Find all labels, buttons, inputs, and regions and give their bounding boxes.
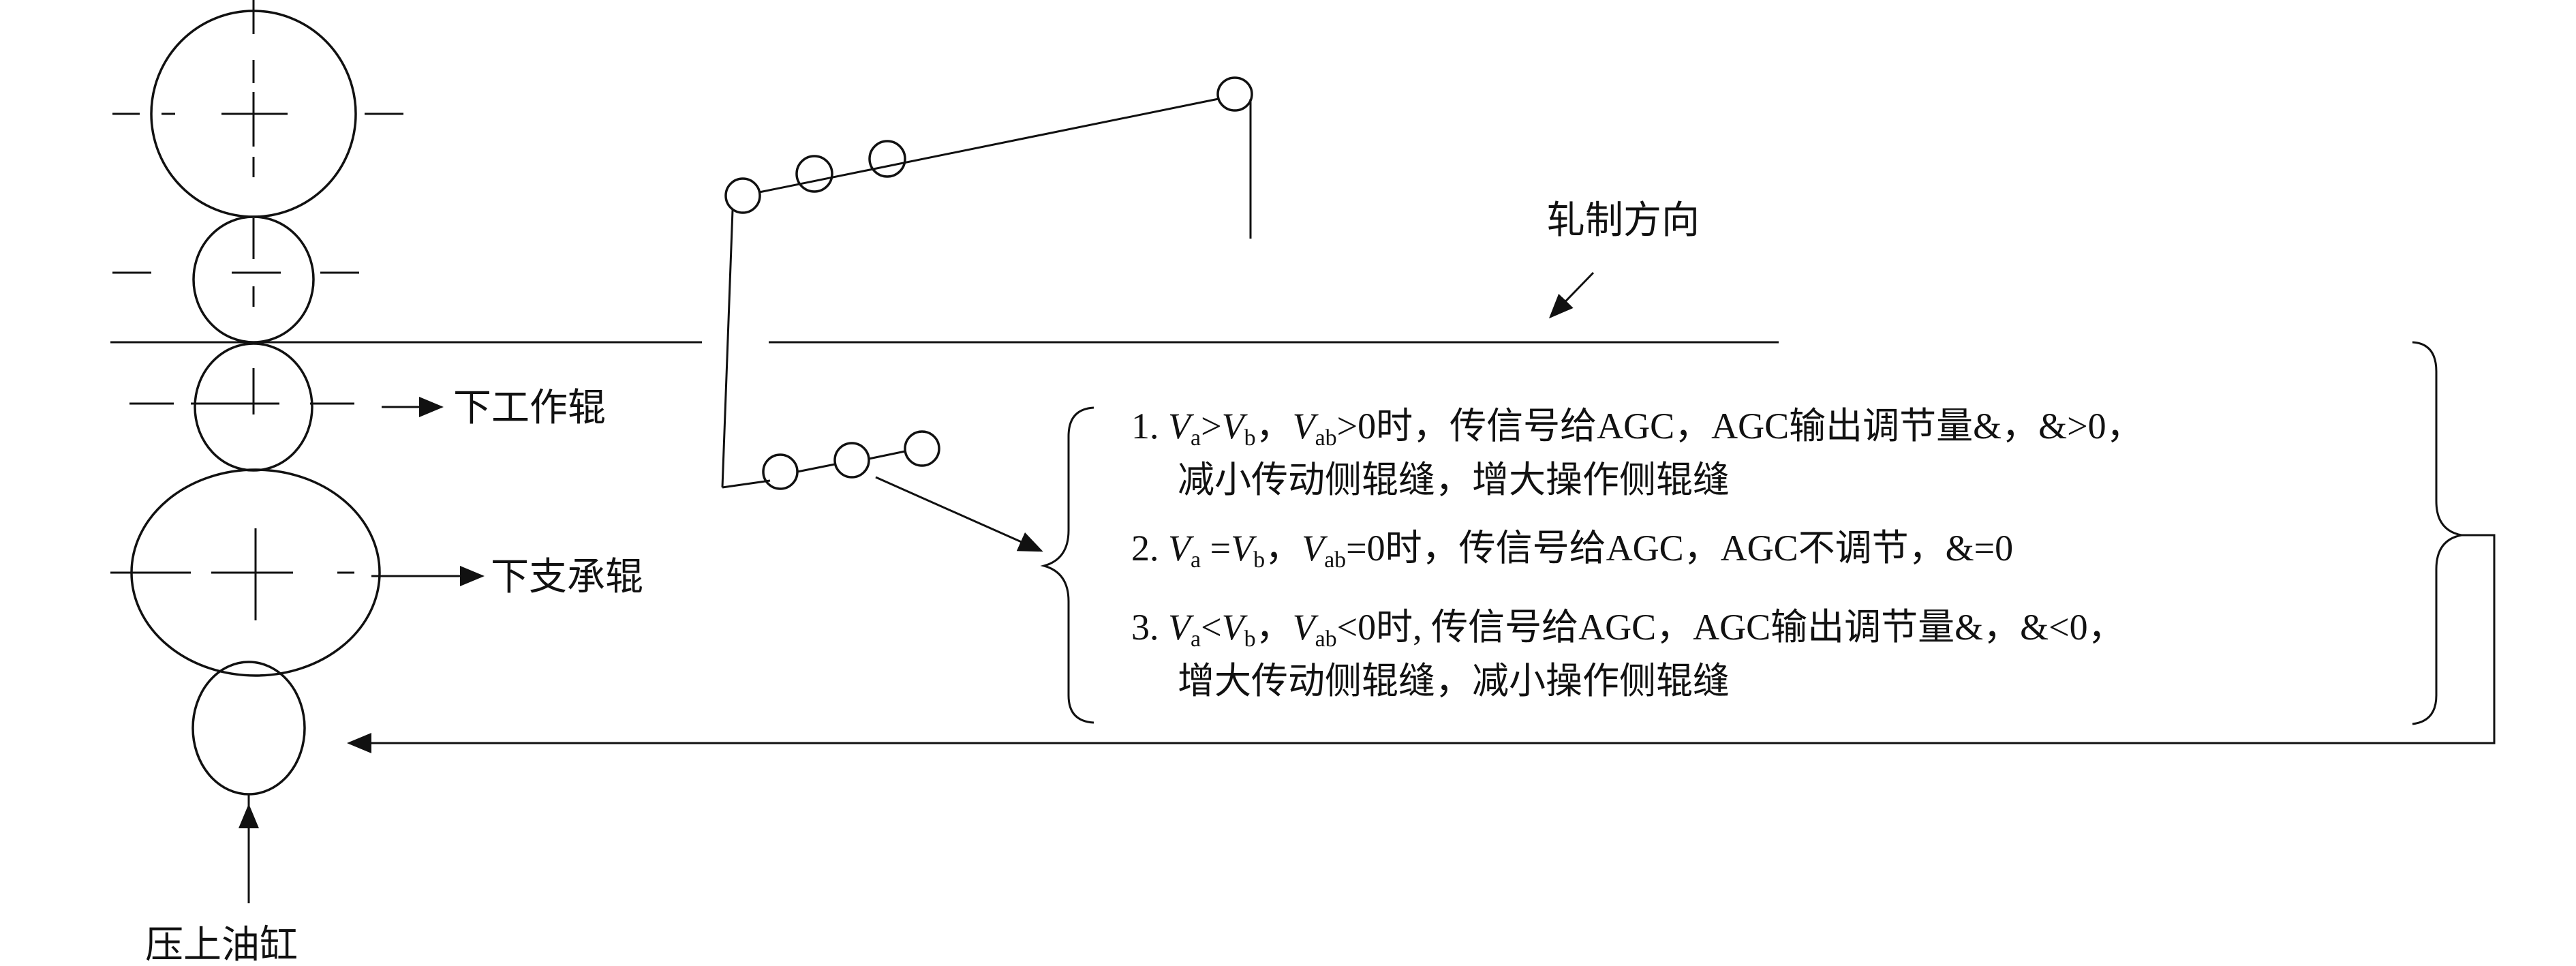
lower-work-roll-callout: 下工作辊 — [382, 387, 606, 429]
rule-1-vb: V — [1222, 406, 1248, 447]
rule-3-sep: ， — [1256, 607, 1293, 648]
rule-2-vb: V — [1231, 528, 1257, 569]
svg-text:1. Va>Vb，Vab>0时，传信号给AGC，AGC输出调: 1. Va>Vb，Vab>0时，传信号给AGC，AGC输出调节量&，&>0， — [1131, 406, 2143, 451]
lower-work-roll — [129, 342, 354, 472]
rule-3-num: 3. — [1131, 607, 1168, 648]
rule-3-va: V — [1168, 607, 1195, 648]
rule-1-line2: 减小传动侧辊缝，增大操作侧辊缝 — [1178, 459, 1730, 500]
rolling-direction-callout: 轧制方向 — [1547, 200, 1700, 319]
rule-3-vb: V — [1222, 607, 1248, 648]
rule-1-va-sub: a — [1191, 425, 1201, 451]
rule-1-vab: V — [1293, 406, 1319, 447]
lower-backup-roll-callout: 下支承辊 — [371, 556, 643, 599]
rule-1-num: 1. — [1131, 406, 1168, 447]
rule-2-num: 2. — [1131, 528, 1168, 569]
rule-3-cond: <0时, 传信号给AGC，AGC输出调节量&，&<0， — [1337, 607, 2125, 648]
lower-backup-roll-label: 下支承辊 — [491, 556, 643, 599]
rule-2-va: V — [1168, 528, 1195, 569]
rule-2-va-sub: a — [1191, 547, 1201, 573]
left-brace — [1040, 406, 1094, 724]
feedback-line — [347, 534, 2496, 753]
roll-stack — [110, 0, 1779, 835]
right-brace — [2412, 341, 2462, 725]
rule-2-vb-sub: b — [1253, 547, 1265, 573]
upper-backup-roll — [112, 0, 403, 218]
rule-3-vb-sub: b — [1244, 627, 1256, 652]
rule-1-cond: >0时，传信号给AGC，AGC输出调节量&，&>0， — [1337, 406, 2143, 447]
rule-1-op: > — [1201, 406, 1221, 447]
rule-2: 2. Va =Vb，Vab=0时，传信号给AGC，AGC不调节，&=0 — [1131, 528, 2013, 573]
svg-text:2. Va =Vb，Vab=0时，传信号给AGC，AGC不调: 2. Va =Vb，Vab=0时，传信号给AGC，AGC不调节，&=0 — [1131, 528, 2013, 573]
upper-work-roll — [112, 215, 359, 344]
rule-2-cond: =0时，传信号给AGC，AGC不调节，&=0 — [1346, 528, 2013, 569]
rule-3-vab-sub: ab — [1315, 627, 1337, 652]
rule-3-vab: V — [1293, 607, 1319, 648]
lower-backup-roll — [110, 468, 381, 677]
rule-3-line2: 增大传动侧辊缝，减小操作侧辊缝 — [1178, 661, 1730, 701]
rule-1-va: V — [1168, 406, 1195, 447]
rule-1: 1. Va>Vb，Vab>0时，传信号给AGC，AGC输出调节量&，&>0， 减… — [1131, 406, 2143, 500]
rule-3-va-sub: a — [1191, 627, 1201, 652]
rule-1-sep: ， — [1256, 406, 1293, 447]
upper-tension-frame — [721, 76, 1253, 488]
hydraulic-cylinder-label: 压上油缸 — [145, 924, 298, 966]
rolling-direction-label: 轧制方向 — [1547, 200, 1700, 242]
rule-3: 3. Va<Vb，Vab<0时, 传信号给AGC，AGC输出调节量&，&<0， … — [1131, 607, 2125, 701]
rule-1-vab-sub: ab — [1315, 425, 1337, 451]
rule-1-vb-sub: b — [1244, 425, 1256, 451]
rule-2-op: = — [1201, 528, 1231, 569]
hydraulic-cylinder-callout: 压上油缸 — [145, 804, 298, 966]
rule-2-vab-sub: ab — [1324, 547, 1346, 573]
lower-work-roll-label: 下工作辊 — [453, 387, 606, 429]
rule-2-vab: V — [1302, 528, 1328, 569]
rule-3-op: < — [1201, 607, 1221, 648]
svg-text:3. Va<Vb，Vab<0时, 传信号给AGC，AGC输出: 3. Va<Vb，Vab<0时, 传信号给AGC，AGC输出调节量&，&<0， — [1131, 607, 2125, 652]
lower-tension-frame — [722, 430, 1043, 552]
rule-2-sep: ， — [1265, 528, 1302, 569]
